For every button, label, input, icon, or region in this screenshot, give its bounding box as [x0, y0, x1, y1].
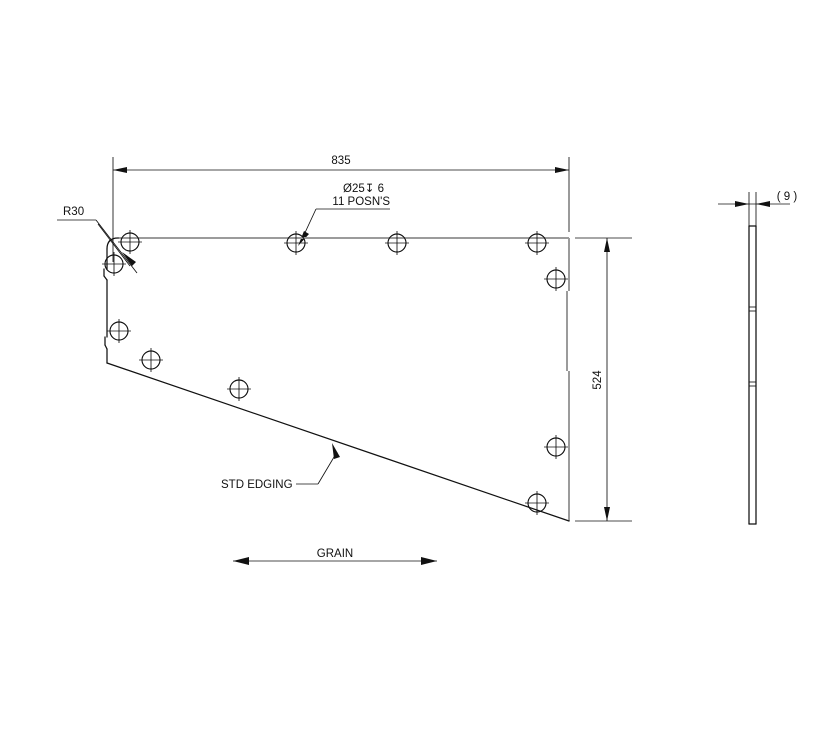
- callout-diameter-depth: Ø25↧ 6: [343, 183, 384, 195]
- dimension-value-width: 835: [331, 155, 350, 167]
- grain-label: GRAIN: [317, 548, 353, 560]
- callout-std-edging: STD EDGING: [221, 443, 340, 491]
- grain-arrowhead-right: [421, 557, 437, 565]
- thickness-arrowhead-right: [735, 201, 749, 207]
- hole-1: [118, 230, 142, 254]
- side-view: ( 9 ): [718, 191, 798, 525]
- thickness-value: ( 9 ): [777, 191, 798, 203]
- callout-positions: 11 POSN'S: [332, 196, 390, 208]
- hole-10: [544, 435, 568, 459]
- front-view-outline: [103, 237, 570, 522]
- edging-leader-arrowhead: [332, 443, 340, 459]
- diagonal-edge: [106, 362, 570, 522]
- hole-5: [525, 231, 549, 255]
- dimension-value-height: 524: [592, 370, 604, 390]
- hole-8: [139, 348, 163, 372]
- callout-corner-radius: R30: [57, 206, 138, 274]
- radius-leader-extend: [97, 223, 131, 267]
- grain-arrowhead-left: [233, 557, 249, 565]
- thickness-arrowhead-left: [756, 201, 770, 207]
- arrowhead-left: [113, 167, 127, 173]
- arrowhead-top: [604, 238, 610, 252]
- arrowhead-right: [555, 167, 569, 173]
- hole-7: [107, 319, 131, 343]
- dimension-overall-height: 524: [575, 237, 632, 522]
- std-edging-label: STD EDGING: [221, 479, 293, 491]
- radius-arrowhead: [122, 252, 136, 266]
- hole-2: [102, 252, 126, 276]
- dimension-overall-width: 835: [112, 155, 570, 262]
- left-edge-notch-a-step: [103, 275, 108, 281]
- hole-6: [544, 267, 568, 291]
- callout-radius-value: R30: [63, 206, 84, 218]
- hole-9: [227, 377, 251, 401]
- radius-leader-line: [95, 219, 138, 274]
- hole-group: [102, 230, 568, 515]
- hole-3: [284, 231, 308, 255]
- hole-4: [385, 231, 409, 255]
- top-left-radius: [106, 237, 119, 250]
- arrowhead-bottom: [604, 507, 610, 521]
- grain-direction-indicator: GRAIN: [233, 548, 437, 565]
- hole-11: [525, 491, 549, 515]
- callout-hole-spec: Ø25↧ 6 11 POSN'S: [298, 183, 390, 246]
- left-edge-notch-b-step: [104, 344, 108, 350]
